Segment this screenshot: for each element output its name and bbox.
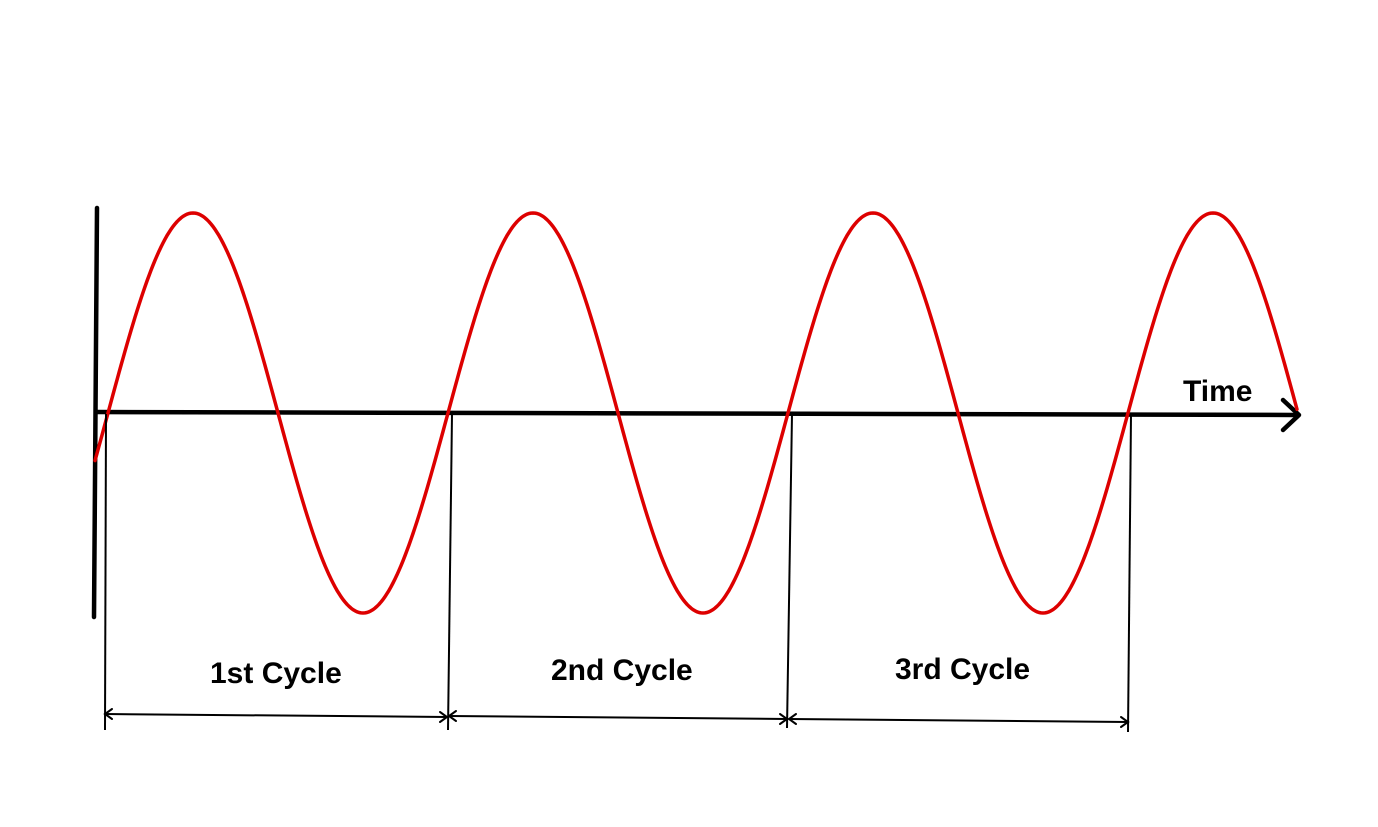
period-marker-line (447, 413, 453, 731)
cycle-span-arrow (103, 708, 449, 723)
time-axis-arrowhead (1280, 397, 1302, 433)
time-axis-label: Time (1183, 375, 1252, 408)
time-axis (93, 409, 1300, 418)
cycle-span-arrow (447, 710, 789, 725)
cycle-span-arrow (787, 713, 1130, 728)
period-marker-line (104, 413, 107, 731)
cycle-label-1st: 1st Cycle (210, 657, 342, 690)
sine-wave (93, 211, 1299, 615)
cycle-label-2nd: 2nd Cycle (551, 654, 693, 687)
period-marker-line (786, 413, 793, 729)
cycle-label-3rd: 3rd Cycle (895, 653, 1030, 686)
period-marker-line (1127, 413, 1132, 733)
